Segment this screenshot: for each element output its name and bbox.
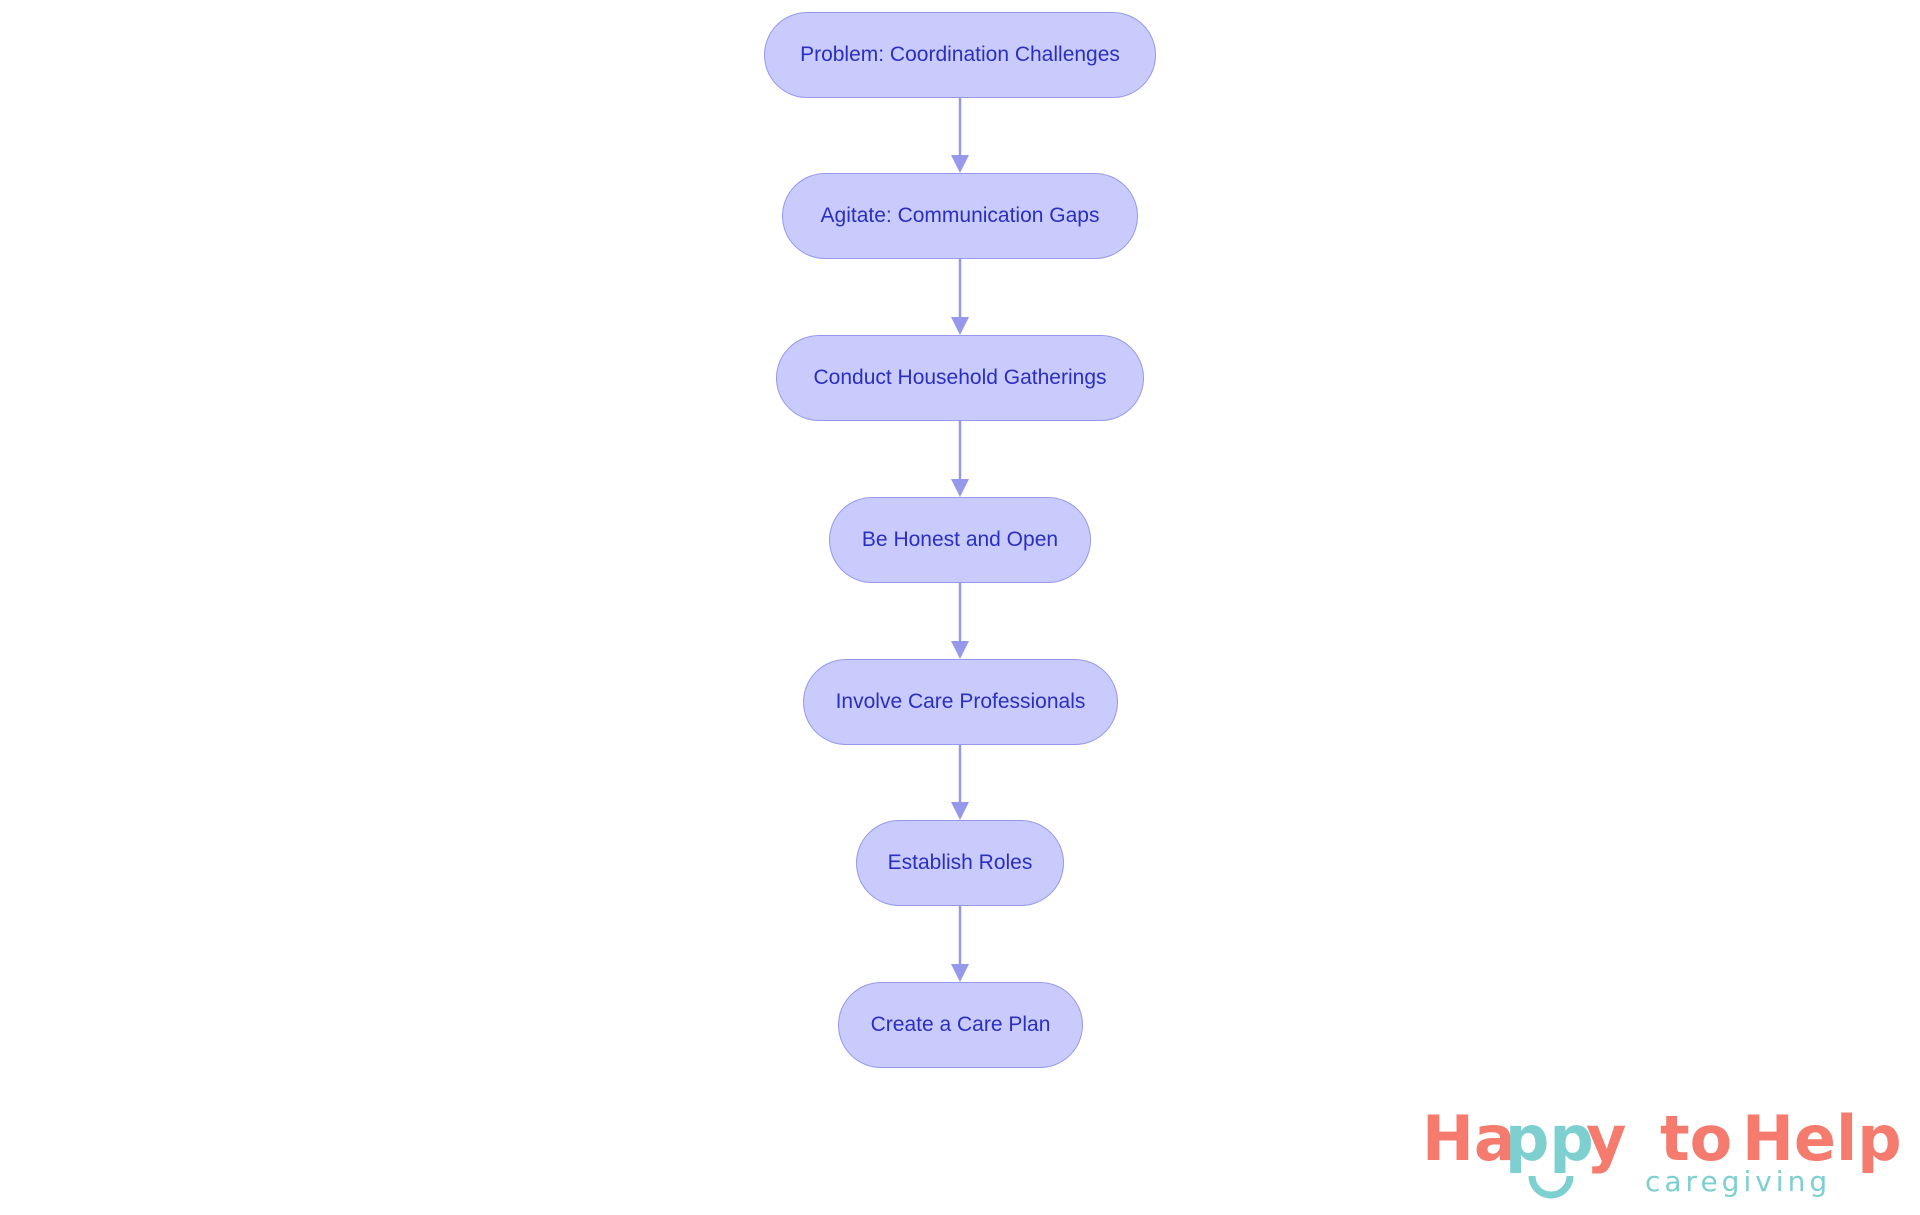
edge-n5-n6 <box>951 744 969 820</box>
edge-n4-n5 <box>951 582 969 659</box>
node-involve-care-professionals: Involve Care Professionals <box>803 659 1118 745</box>
logo-text-y: y <box>1586 1102 1627 1175</box>
edge-n2-n3 <box>951 259 969 335</box>
logo-text-ha: Ha <box>1422 1102 1516 1175</box>
node-conduct-household-gatherings: Conduct Household Gatherings <box>776 335 1144 421</box>
node-establish-roles: Establish Roles <box>856 820 1064 906</box>
edge-n3-n4 <box>951 421 969 497</box>
node-label: Agitate: Communication Gaps <box>820 204 1100 227</box>
arrow-down-icon <box>951 641 969 659</box>
logo-text-pp: pp <box>1505 1102 1594 1175</box>
node-be-honest-and-open: Be Honest and Open <box>829 497 1091 583</box>
node-label: Create a Care Plan <box>870 1013 1051 1036</box>
arrow-down-icon <box>951 802 969 820</box>
node-problem-coordination-challenges: Problem: Coordination Challenges <box>764 12 1156 98</box>
happy-to-help-logo: Ha pp y to Help caregiving <box>1420 1100 1902 1210</box>
logo-subtitle: caregiving <box>1645 1165 1832 1198</box>
node-create-a-care-plan: Create a Care Plan <box>838 982 1083 1068</box>
node-label: Conduct Household Gatherings <box>813 366 1107 389</box>
arrow-down-icon <box>951 964 969 982</box>
node-label: Problem: Coordination Challenges <box>800 43 1120 66</box>
logo-text-help: Help <box>1742 1102 1902 1175</box>
node-label: Establish Roles <box>887 851 1033 874</box>
edge-n1-n2 <box>951 97 969 173</box>
edge-n6-n7 <box>951 906 969 982</box>
node-agitate-communication-gaps: Agitate: Communication Gaps <box>782 173 1138 259</box>
logo-text-to: to <box>1660 1102 1733 1175</box>
node-label: Be Honest and Open <box>861 528 1059 551</box>
arrow-down-icon <box>951 317 969 335</box>
arrow-down-icon <box>951 479 969 497</box>
node-label: Involve Care Professionals <box>835 690 1086 713</box>
arrow-down-icon <box>951 155 969 173</box>
smile-icon <box>1528 1175 1574 1199</box>
